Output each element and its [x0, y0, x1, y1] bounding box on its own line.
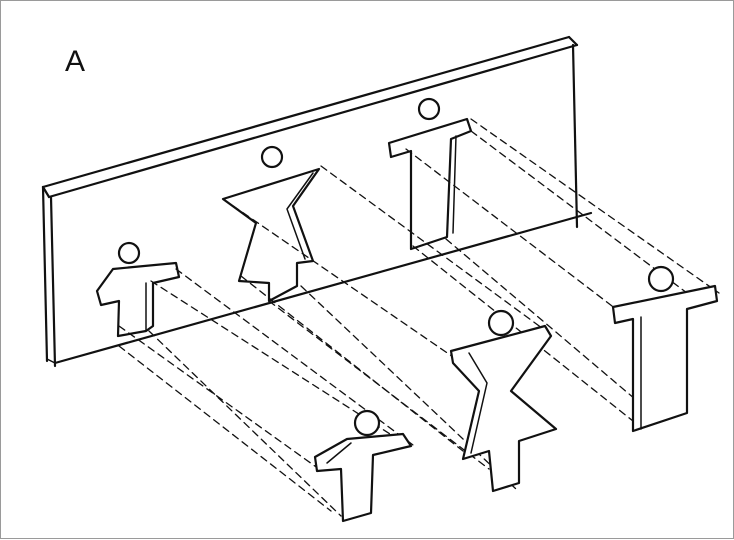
panel-label: A — [65, 45, 86, 78]
projected-figure-left — [313, 409, 413, 523]
projected-figure-middle — [449, 309, 558, 493]
projected-figure-right — [611, 265, 719, 433]
wall-cutout-left — [95, 241, 181, 338]
wall-cutout-right — [387, 97, 473, 251]
projection-lines — [118, 118, 720, 517]
wall-panel — [41, 35, 593, 368]
wall-cutout-middle — [221, 145, 321, 303]
